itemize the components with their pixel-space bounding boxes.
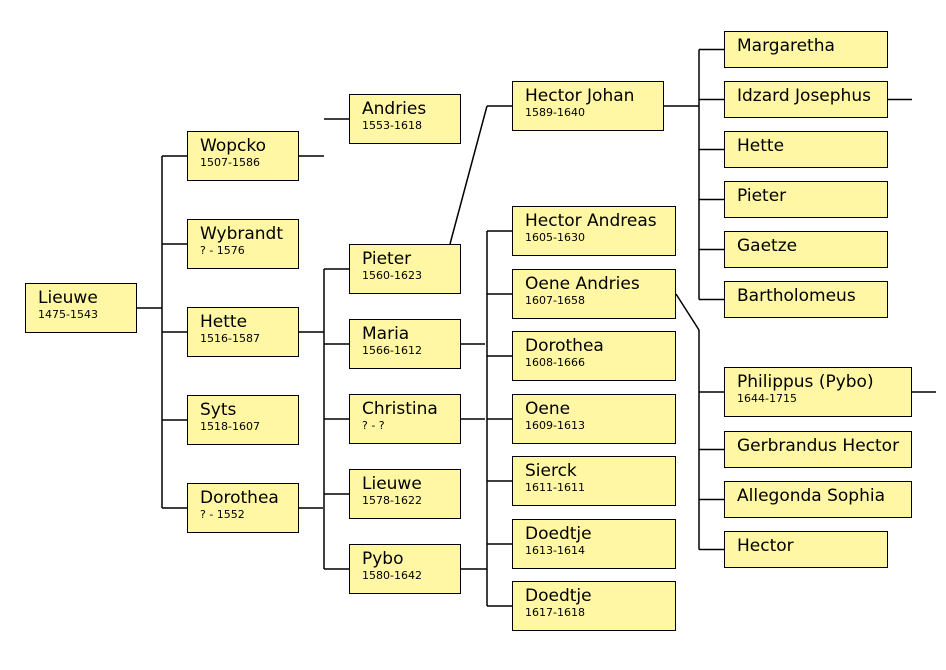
person-name: Allegonda Sophia — [737, 486, 886, 506]
person-box-pieter-2: Pieter — [724, 181, 888, 218]
person-name: Wopcko — [200, 136, 266, 156]
person-name: Idzard Josephus — [737, 86, 871, 106]
person-box-bartholomeus: Bartholomeus — [724, 281, 888, 318]
person-name: Philippus (Pybo) — [737, 372, 874, 392]
person-name: Bartholomeus — [737, 286, 856, 306]
person-name: Doedtje — [525, 586, 592, 606]
person-box-wybrandt: Wybrandt? - 1576 — [187, 219, 299, 269]
person-name: Christina — [362, 399, 438, 419]
person-name: Dorothea — [525, 336, 604, 356]
person-name: Pieter — [362, 249, 412, 269]
person-box-hette-2: Hette — [724, 131, 888, 168]
person-dates: 1475-1543 — [38, 308, 98, 321]
person-name: Gaetze — [737, 236, 798, 256]
person-name: Hector Johan — [525, 86, 635, 106]
person-name: Gerbrandus Hector — [737, 436, 900, 456]
person-box-christina: Christina? - ? — [349, 394, 461, 444]
person-dates: ? - 1576 — [200, 244, 245, 257]
person-name: Maria — [362, 324, 410, 344]
person-dates: ? - ? — [362, 419, 385, 432]
person-name: Dorothea — [200, 488, 279, 508]
person-dates: 1553-1618 — [362, 119, 422, 132]
person-name: Pieter — [737, 186, 787, 206]
person-dates: 1607-1658 — [525, 294, 585, 307]
person-dates: 1608-1666 — [525, 356, 585, 369]
person-name: Hector — [737, 536, 794, 556]
person-box-idzard-josephus: Idzard Josephus — [724, 81, 888, 118]
person-name: Sierck — [525, 461, 577, 481]
person-name: Wybrandt — [200, 224, 283, 244]
person-dates: 1566-1612 — [362, 344, 422, 357]
person-dates: 1613-1614 — [525, 544, 585, 557]
person-dates: 1605-1630 — [525, 231, 585, 244]
person-name: Andries — [362, 99, 427, 119]
person-box-philippus: Philippus (Pybo)1644-1715 — [724, 367, 912, 417]
person-dates: 1507-1586 — [200, 156, 260, 169]
person-dates: 1644-1715 — [737, 392, 797, 405]
person-box-allegonda-sophia: Allegonda Sophia — [724, 481, 912, 518]
person-dates: 1611-1611 — [525, 481, 585, 494]
person-box-margaretha: Margaretha — [724, 31, 888, 68]
person-dates: 1609-1613 — [525, 419, 585, 432]
person-name: Hector Andreas — [525, 211, 657, 231]
person-dates: 1589-1640 — [525, 106, 585, 119]
person-name: Doedtje — [525, 524, 592, 544]
person-name: Margaretha — [737, 36, 835, 56]
person-name: Lieuwe — [38, 288, 98, 308]
person-box-gerbrandus-hector: Gerbrandus Hector — [724, 431, 912, 468]
person-dates: 1518-1607 — [200, 420, 260, 433]
person-dates: 1516-1587 — [200, 332, 260, 345]
person-dates: 1617-1618 — [525, 606, 585, 619]
person-name: Hette — [737, 136, 785, 156]
person-name: Hette — [200, 312, 248, 332]
person-dates: ? - 1552 — [200, 508, 245, 521]
person-box-hector: Hector — [724, 531, 888, 568]
person-name: Syts — [200, 400, 237, 420]
connector-oene-andries — [675, 293, 700, 331]
person-name: Oene Andries — [525, 274, 640, 294]
person-dates: 1560-1623 — [362, 269, 422, 282]
person-dates: 1580-1642 — [362, 569, 422, 582]
connector-pieter-1 — [449, 105, 488, 245]
person-box-dorothea-1: Dorothea? - 1552 — [187, 483, 299, 533]
person-name: Lieuwe — [362, 474, 422, 494]
person-dates: 1578-1622 — [362, 494, 422, 507]
person-name: Oene — [525, 399, 571, 419]
person-box-gaetze: Gaetze — [724, 231, 888, 268]
person-name: Pybo — [362, 549, 404, 569]
